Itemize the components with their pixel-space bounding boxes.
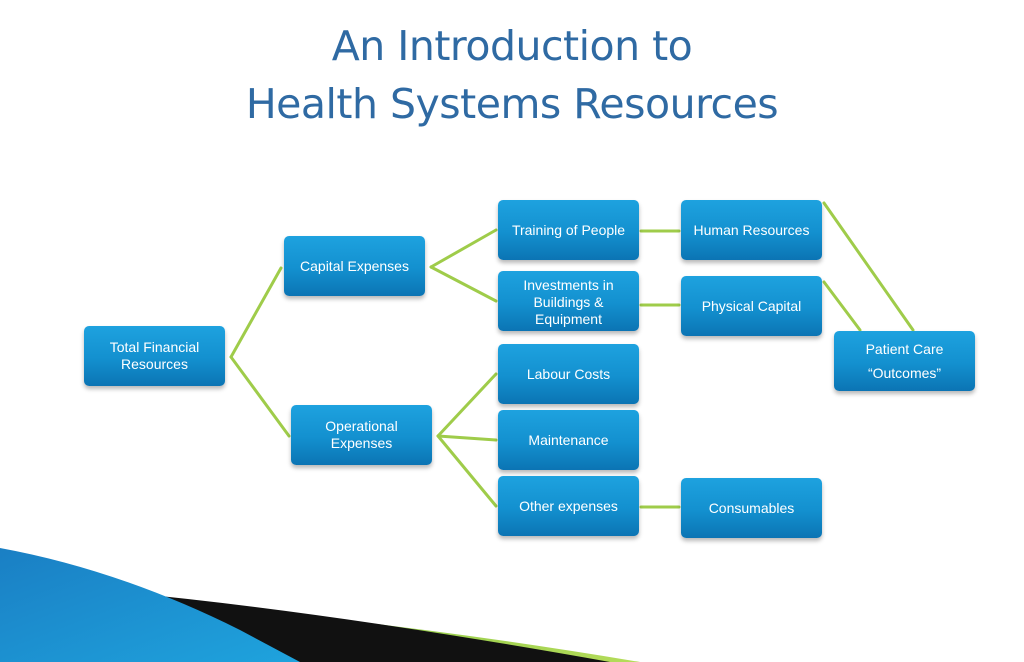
connector-physical-patient <box>822 280 862 332</box>
node-total-financial-resources: Total Financial Resources <box>84 326 225 386</box>
connector-capital-training <box>429 228 498 269</box>
node-human-resources: Human Resources <box>681 200 822 260</box>
node-label: Labour Costs <box>526 365 611 382</box>
node-operational-expenses: Operational Expenses <box>291 405 432 465</box>
node-capital-expenses: Capital Expenses <box>284 236 425 296</box>
connector-operational-labour <box>436 372 498 438</box>
connector-total-operational <box>229 355 291 438</box>
node-label: Training of People <box>511 221 626 238</box>
node-consumables: Consumables <box>681 478 822 538</box>
node-label: Equipment <box>535 310 602 327</box>
node-label: Total Financial <box>109 339 200 355</box>
node-label: Physical Capital <box>701 297 802 314</box>
node-label: Buildings & <box>533 293 604 310</box>
node-investments-buildings-equipment: Investments in Buildings & Equipment <box>498 271 639 331</box>
node-label: Patient Care <box>865 341 944 357</box>
connector-operational-other <box>436 434 498 508</box>
node-label: Resources <box>121 356 188 372</box>
node-label: “Outcomes” <box>867 365 942 381</box>
node-patient-care-outcomes: Patient Care “Outcomes” <box>834 331 975 391</box>
node-other-expenses: Other expenses <box>498 476 639 536</box>
node-label: Maintenance <box>528 431 609 448</box>
node-label: Operational <box>325 418 398 434</box>
connector-total-capital <box>229 266 283 359</box>
node-label: Investments in <box>523 276 614 293</box>
wave-blue-band <box>0 548 300 662</box>
connector-human-patient <box>822 201 915 332</box>
node-maintenance: Maintenance <box>498 410 639 470</box>
node-labour-costs: Labour Costs <box>498 344 639 404</box>
title-line-1: An Introduction to <box>331 22 693 70</box>
node-label: Other expenses <box>519 497 618 514</box>
node-label: Capital Expenses <box>300 257 409 274</box>
node-label: Expenses <box>330 435 393 451</box>
node-label: Consumables <box>708 499 795 516</box>
connector-capital-investments <box>429 265 498 303</box>
node-training-of-people: Training of People <box>498 200 639 260</box>
connector-operational-maintenance <box>436 434 498 442</box>
node-label: Human Resources <box>693 221 810 238</box>
title-line-2: Health Systems Resources <box>245 80 779 128</box>
node-physical-capital: Physical Capital <box>681 276 822 336</box>
